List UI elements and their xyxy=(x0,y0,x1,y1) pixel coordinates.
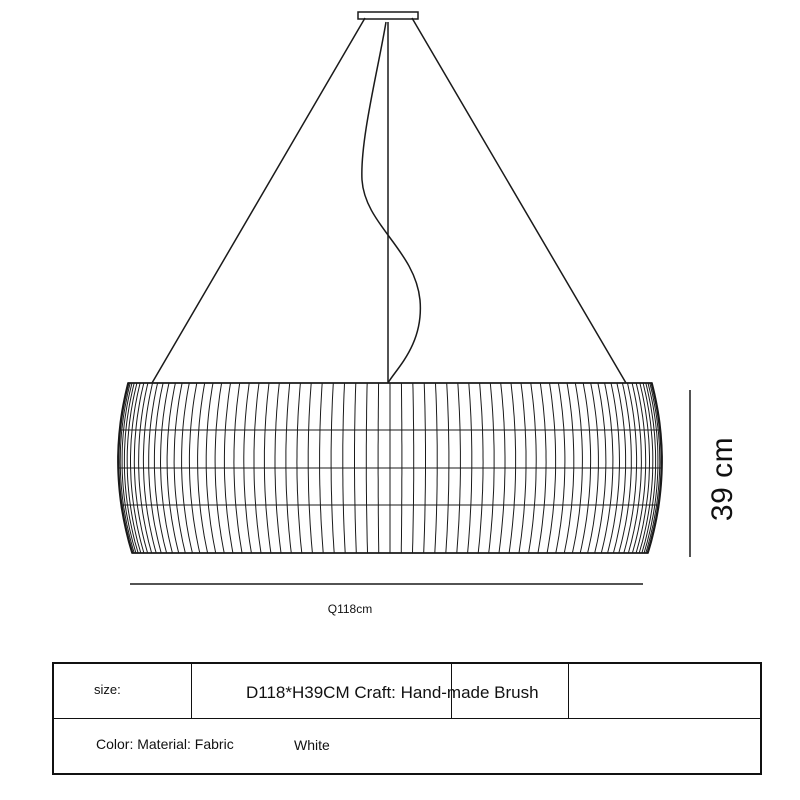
shade-rib xyxy=(173,382,186,554)
shade-rib xyxy=(166,382,180,554)
shade-rib xyxy=(587,382,599,554)
shade-rib xyxy=(635,382,650,554)
shade-rib xyxy=(645,382,661,554)
shade-rib xyxy=(117,382,133,554)
shade-rib xyxy=(377,382,380,553)
shade-rib xyxy=(205,382,217,554)
shade-rib xyxy=(646,382,662,554)
shade-rib xyxy=(197,382,209,554)
shade-rib xyxy=(537,382,547,554)
size-label: size: xyxy=(94,682,121,697)
shade-rib xyxy=(607,382,621,554)
shade-rib xyxy=(571,382,583,554)
table-column-divider xyxy=(191,664,192,718)
shade-rib xyxy=(130,382,145,554)
shade-rib xyxy=(643,382,659,554)
shade-rib xyxy=(618,382,632,554)
shade-rib xyxy=(508,382,517,554)
shade-rib xyxy=(498,382,506,554)
table-column-divider xyxy=(568,664,569,718)
shade-rib xyxy=(330,382,335,554)
shade-rib xyxy=(627,382,642,554)
shade-rib xyxy=(296,382,303,554)
suspension-cable-right xyxy=(411,17,627,384)
shade-rib xyxy=(600,382,614,554)
shade-rib xyxy=(153,382,168,554)
shade-rib xyxy=(555,382,566,554)
shade-rib xyxy=(365,382,368,554)
color-material-label: Color: Material: Fabric xyxy=(96,736,234,752)
shade-rib xyxy=(263,382,272,554)
pendant-lamp-drawing xyxy=(117,11,691,585)
shade-rib xyxy=(188,382,201,554)
shade-rib xyxy=(119,382,135,554)
shade-rib xyxy=(488,382,495,554)
shade-rib xyxy=(118,382,134,554)
table-row-divider xyxy=(54,718,760,719)
shade-rib xyxy=(423,382,426,554)
shade-rib xyxy=(528,382,537,554)
shade-rib xyxy=(223,382,234,554)
shade-rib xyxy=(138,382,153,554)
color-value: White xyxy=(294,737,330,753)
shade-rib xyxy=(121,382,137,554)
shade-rib xyxy=(612,382,627,554)
lamp-shade xyxy=(117,382,663,554)
shade-rib xyxy=(274,382,282,554)
shade-rib xyxy=(594,382,607,554)
shade-rib xyxy=(142,382,157,554)
shade-rib xyxy=(456,382,461,554)
shade-rib xyxy=(233,382,243,554)
shade-rib xyxy=(253,382,262,554)
shade-rib xyxy=(307,382,313,554)
shade-rib xyxy=(623,382,638,554)
spec-table: size: D118*H39CM Craft: Hand-made Brush … xyxy=(52,662,762,775)
shade-rib xyxy=(285,382,292,554)
shade-rib xyxy=(647,382,663,554)
power-cord xyxy=(361,21,422,384)
shade-rib xyxy=(579,382,592,554)
shade-rib xyxy=(123,382,139,554)
shade-rib xyxy=(342,382,346,554)
shade-rib xyxy=(400,382,403,553)
shade-rib xyxy=(563,382,575,554)
size-value: D118*H39CM Craft: Hand-made Brush xyxy=(246,683,539,702)
shade-rib xyxy=(546,382,557,554)
shade-rib xyxy=(641,382,657,554)
shade-rib xyxy=(354,382,357,554)
diameter-dimension-label: Q118cm xyxy=(327,602,373,616)
shade-rib xyxy=(412,382,415,554)
shade-rib xyxy=(477,382,484,554)
shade-rib xyxy=(638,382,654,554)
table-column-divider xyxy=(451,664,452,718)
shade-rib xyxy=(133,382,149,554)
shade-rib xyxy=(148,382,162,554)
shade-rib xyxy=(181,382,193,554)
shade-rib xyxy=(631,382,647,554)
shade-rib xyxy=(518,382,527,554)
shade-rib xyxy=(467,382,473,554)
height-dimension-label: 39 cm xyxy=(706,436,739,522)
shade-rib xyxy=(214,382,225,554)
ceiling-canopy xyxy=(357,11,419,20)
shade-rib xyxy=(159,382,173,554)
suspension-cable-left xyxy=(151,17,366,384)
shade-rib xyxy=(243,382,252,554)
shade-rib xyxy=(434,382,438,554)
shade-rib xyxy=(445,382,450,554)
shade-rib xyxy=(126,382,142,554)
shade-rib xyxy=(319,382,324,554)
